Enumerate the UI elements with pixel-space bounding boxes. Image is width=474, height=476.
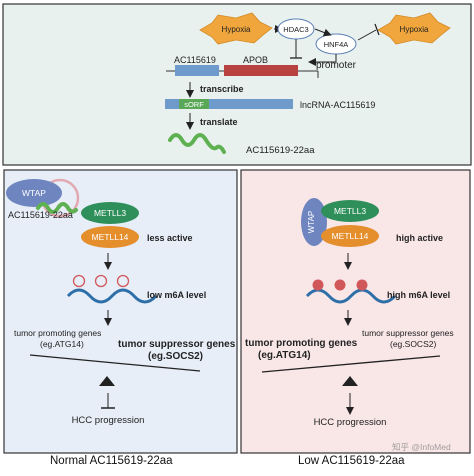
hypoxia-right-badge: Hypoxia <box>377 12 451 45</box>
suppressor-right-line2: (eg.SOCS2) <box>390 339 436 349</box>
gene-left-label: AC115619 <box>174 55 216 65</box>
m6a-site-left-1 <box>72 274 86 288</box>
hypoxia-inhibits-hnf4a-line <box>357 29 377 41</box>
wtap-right-label: WTAP <box>307 211 316 234</box>
watermark: 知乎 @InfoMed <box>392 442 451 452</box>
balance-fulcrum-right <box>342 376 358 386</box>
m6a-site-right-3 <box>356 279 368 291</box>
hypoxia-left-burst <box>199 12 273 45</box>
balance-fulcrum-left <box>99 376 115 386</box>
lncrna-bar <box>165 99 293 109</box>
metll14-left-label: METLL14 <box>92 232 129 242</box>
translate-label: translate <box>200 117 238 127</box>
promoter-label: promoter <box>316 60 357 71</box>
activity-right-label: high active <box>396 233 443 243</box>
wtap-left-node <box>6 179 62 207</box>
transcribe-label: transcribe <box>200 84 244 94</box>
metll3-left-node <box>81 202 139 224</box>
balance-beam-right <box>261 355 441 373</box>
caption-right: Low AC115619-22aa <box>298 455 405 467</box>
peptide-squiggle-top <box>168 133 226 154</box>
promoting-right-line2: (eg.ATG14) <box>258 350 311 361</box>
peptide-squiggle-left <box>36 202 78 214</box>
sorf-label: sORF <box>184 100 204 109</box>
metll3-right-node <box>321 200 379 222</box>
gene-ac115619-block <box>175 65 219 76</box>
m6a-site-right-1 <box>312 279 324 291</box>
balance-beam-left <box>29 354 201 372</box>
sorf-block <box>179 99 209 109</box>
metll14-right-label: METLL14 <box>332 231 369 241</box>
m6a-site-left-2 <box>94 274 108 288</box>
suppressor-left-line2: (eg.SOCS2) <box>148 351 203 362</box>
promoting-right-line1: tumor promoting genes <box>245 338 358 349</box>
promoting-left-line2: (eg.ATG14) <box>40 339 84 349</box>
hnf4a-label: HNF4A <box>324 40 349 49</box>
m6a-site-right-2 <box>334 279 346 291</box>
promoting-left-line1: tumor promoting genes <box>14 328 101 338</box>
outcome-left-label: HCC progression <box>72 415 145 426</box>
gene-apob-block <box>224 65 298 76</box>
hdac3-label: HDAC3 <box>283 25 308 34</box>
rna-strand-left <box>66 288 158 304</box>
suppressor-right-line1: tumor suppressor genes <box>362 328 454 338</box>
hypoxia-left-label: Hypoxia <box>222 25 251 34</box>
peptide-label-top: AC115619-22aa <box>246 145 315 156</box>
right-panel: WTAP METLL3 METLL14 high active high m6A… <box>240 169 471 454</box>
hypoxia-right-burst <box>377 12 451 45</box>
peptide-left-label: AC115619-22aa <box>8 210 73 220</box>
metll3-left-label: METLL3 <box>94 208 126 218</box>
m6a-right-label: high m6A level <box>387 290 450 300</box>
lncrna-label: lncRNA-AC115619 <box>300 100 375 110</box>
left-panel: WTAP AC115619-22aa METLL3 METLL14 less a… <box>3 169 238 454</box>
hypoxia-inhibits-hnf4a-bar <box>374 23 380 36</box>
top-panel: Hypoxia HDAC3 HNF4A Hypoxia AC115619 APO… <box>2 3 472 166</box>
wtap-right-node <box>301 198 327 246</box>
hypoxia-left-badge: Hypoxia <box>199 12 273 45</box>
m6a-left-label: low m6A level <box>147 290 206 300</box>
activity-left-label: less active <box>147 233 193 243</box>
m6a-site-left-3 <box>116 274 130 288</box>
rna-strand-right <box>305 288 397 304</box>
metll14-right-node <box>321 225 379 247</box>
hypoxia-right-label: Hypoxia <box>400 25 429 34</box>
wtap-left-label: WTAP <box>22 188 46 198</box>
gene-right-label: APOB <box>243 55 268 65</box>
metll3-right-label: METLL3 <box>334 206 366 216</box>
outcome-right-label: HCC progression <box>314 417 387 428</box>
hdac3-to-hnf4a-arrow <box>314 28 332 37</box>
metll14-left-node <box>81 226 139 248</box>
suppressor-left-line1: tumor suppressor genes <box>118 339 236 350</box>
caption-left: Normal AC115619-22aa <box>50 455 173 467</box>
